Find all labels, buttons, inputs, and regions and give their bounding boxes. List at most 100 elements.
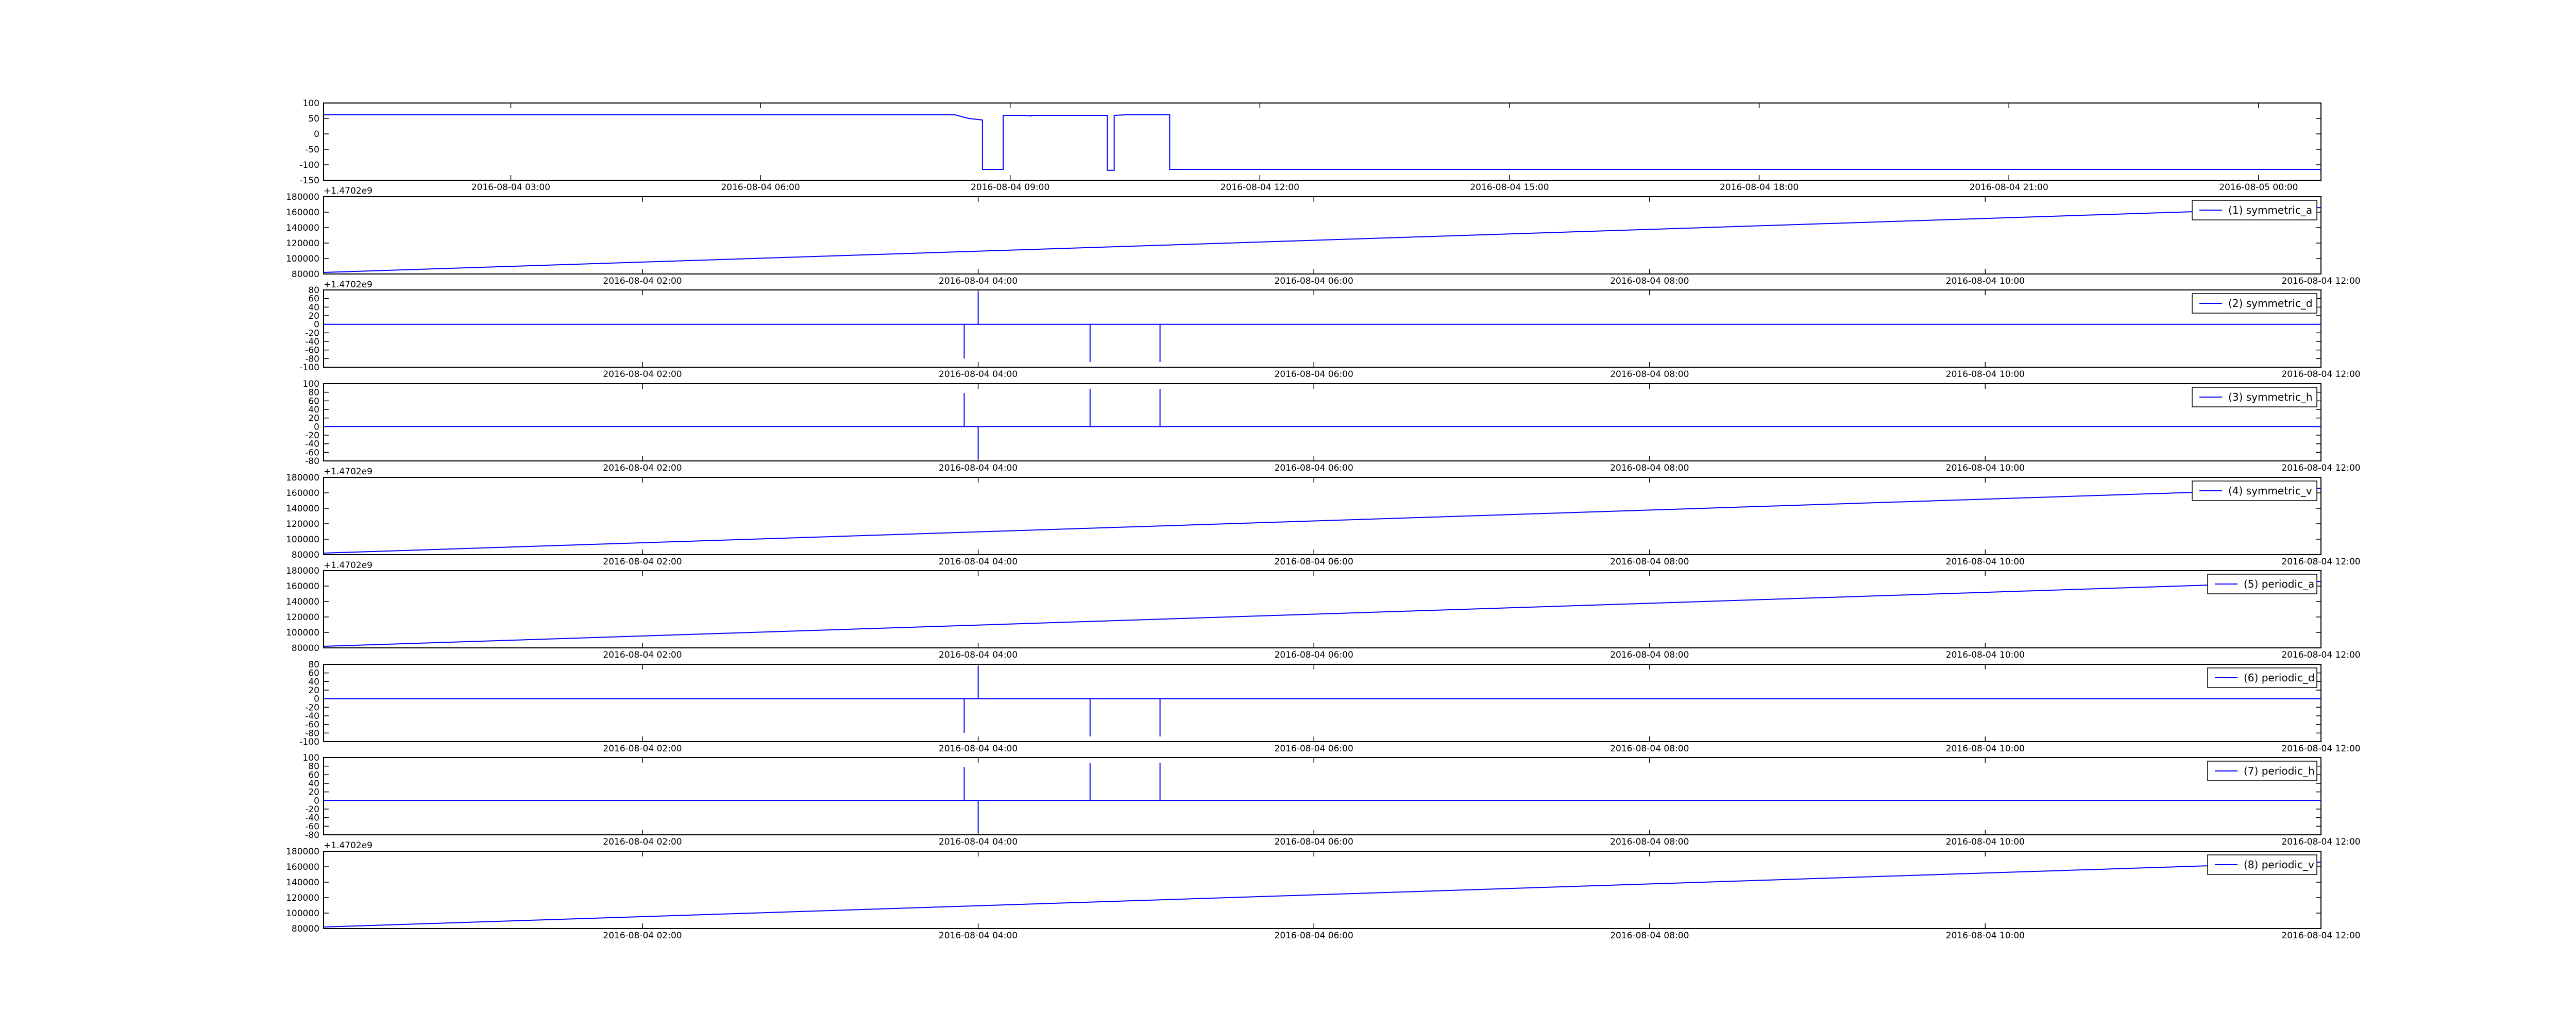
y-tick-label: 180000 (286, 566, 319, 576)
y-tick-label: -20 (305, 804, 319, 815)
x-tick-label: 2016-08-04 08:00 (1610, 557, 1689, 567)
legend-label: (1) symmetric_a (2228, 204, 2312, 216)
x-tick-label: 2016-08-04 06:00 (721, 182, 800, 193)
y-tick-label: -60 (305, 346, 319, 356)
chart-panel-8: 180000160000140000120000100000800002016-… (286, 847, 2361, 941)
y-tick-label: 60 (308, 668, 319, 679)
y-tick-label: -80 (305, 728, 319, 739)
y-tick-label: 100 (303, 98, 319, 109)
x-tick-label: 2016-08-04 15:00 (1470, 182, 1549, 193)
y-tick-label: 80 (308, 660, 319, 670)
plot-frame (323, 570, 2321, 648)
x-tick-label: 2016-08-04 09:00 (971, 182, 1049, 193)
y-tick-label: 180000 (286, 847, 319, 857)
x-tick-label: 2016-08-04 12:00 (2281, 463, 2360, 473)
legend-label: (7) periodic_h (2244, 765, 2315, 777)
y-tick-label: -60 (305, 448, 319, 458)
x-tick-label: 2016-08-04 02:00 (603, 931, 682, 941)
plot-frame (323, 196, 2321, 274)
y-tick-label: -80 (305, 456, 319, 467)
y-tick-label: 100000 (286, 535, 319, 545)
legend-label: (5) periodic_a (2244, 578, 2314, 590)
y-tick-label: 100000 (286, 254, 319, 264)
x-tick-label: 2016-08-04 04:00 (939, 931, 1018, 941)
series-line-0 (324, 292, 2321, 362)
x-tick-label: 2016-08-04 06:00 (1275, 650, 1353, 660)
x-tick-label: 2016-08-04 12:00 (2281, 557, 2360, 567)
x-tick-label: 2016-08-04 12:00 (2281, 369, 2360, 380)
x-tick-label: 2016-08-04 06:00 (1275, 276, 1353, 286)
y-tick-label: 140000 (286, 223, 319, 233)
y-tick-label: 160000 (286, 862, 319, 872)
y-tick-label: 60 (308, 770, 319, 780)
plot-frame (323, 757, 2321, 835)
y-tick-label: 50 (308, 114, 319, 124)
x-tick-label: 2016-08-04 12:00 (2281, 931, 2360, 941)
y-tick-label: 0 (314, 694, 319, 705)
plot-frame (323, 383, 2321, 461)
series-line-0 (324, 389, 2321, 459)
y-tick-label: 160000 (286, 208, 319, 218)
y-tick-label: 80000 (292, 924, 319, 934)
x-tick-label: 2016-08-04 06:00 (1275, 931, 1353, 941)
y-tick-label: 40 (308, 405, 319, 415)
x-tick-label: 2016-08-04 08:00 (1610, 463, 1689, 473)
y-tick-label: 80000 (292, 550, 319, 560)
axis-offset-text: +1.4702e9 (324, 280, 372, 290)
plot-frame (323, 102, 2321, 181)
legend-label: (3) symmetric_h (2228, 391, 2313, 403)
y-tick-label: 0 (314, 320, 319, 330)
y-tick-label: 60 (308, 396, 319, 406)
x-tick-label: 2016-08-04 08:00 (1610, 369, 1689, 380)
x-tick-label: 2016-08-04 03:00 (471, 182, 550, 193)
plot-frame (323, 851, 2321, 929)
x-tick-label: 2016-08-04 10:00 (1946, 650, 2025, 660)
x-tick-label: 2016-08-04 10:00 (1946, 557, 2025, 567)
series-line-0 (323, 581, 2321, 647)
x-tick-label: 2016-08-04 06:00 (1275, 557, 1353, 567)
series-line-0 (323, 207, 2321, 273)
x-tick-label: 2016-08-04 04:00 (939, 463, 1018, 473)
y-tick-label: 120000 (286, 893, 319, 903)
y-tick-label: 20 (308, 787, 319, 798)
y-tick-label: 80 (308, 285, 319, 296)
y-tick-label: 100000 (286, 908, 319, 919)
x-tick-label: 2016-08-04 04:00 (939, 369, 1018, 380)
y-tick-label: 180000 (286, 192, 319, 202)
y-tick-label: -40 (305, 711, 319, 722)
x-tick-label: 2016-08-04 21:00 (1970, 182, 2048, 193)
y-tick-label: 0 (314, 129, 319, 140)
y-tick-label: -20 (305, 702, 319, 713)
y-tick-label: 120000 (286, 238, 319, 249)
y-tick-label: 160000 (286, 581, 319, 592)
y-tick-label: 80 (308, 388, 319, 398)
x-tick-label: 2016-08-04 08:00 (1610, 276, 1689, 286)
series-line-0 (323, 862, 2321, 928)
legend-label: (8) periodic_v (2244, 859, 2314, 871)
y-tick-label: -40 (305, 439, 319, 450)
y-tick-label: 120000 (286, 519, 319, 529)
x-tick-label: 2016-08-04 12:00 (2281, 837, 2360, 847)
y-tick-label: 40 (308, 779, 319, 789)
x-tick-label: 2016-08-04 02:00 (603, 276, 682, 286)
y-tick-label: -40 (305, 813, 319, 823)
y-tick-label: 80 (308, 762, 319, 772)
y-tick-label: -60 (305, 821, 319, 832)
x-tick-label: 2016-08-04 18:00 (1720, 182, 1799, 193)
y-tick-label: 100000 (286, 628, 319, 638)
y-tick-label: -100 (299, 160, 319, 170)
series-line-0 (323, 488, 2321, 554)
x-tick-label: 2016-08-04 10:00 (1946, 837, 2025, 847)
series-line-0 (324, 114, 2321, 171)
x-tick-label: 2016-08-04 02:00 (603, 369, 682, 380)
y-tick-label: 40 (308, 302, 319, 313)
y-tick-label: 180000 (286, 473, 319, 483)
x-tick-label: 2016-08-04 02:00 (603, 837, 682, 847)
x-tick-label: 2016-08-04 06:00 (1275, 744, 1353, 754)
x-tick-label: 2016-08-04 08:00 (1610, 837, 1689, 847)
y-tick-label: 80000 (292, 643, 319, 654)
